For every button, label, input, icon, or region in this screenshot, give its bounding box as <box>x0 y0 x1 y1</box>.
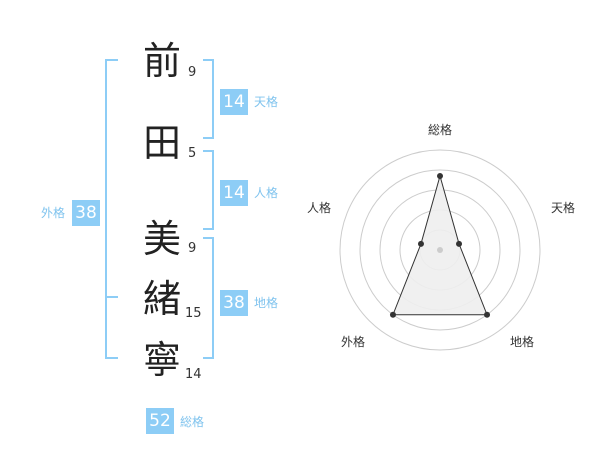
radar-axis-label-chikaku: 地格 <box>510 335 535 349</box>
stroke-count-1: 9 <box>188 65 197 80</box>
gaikaku-label: 外格 <box>41 206 66 220</box>
chikaku-value-badge: 38 <box>220 290 248 316</box>
name-char-4: 緒 <box>142 277 181 321</box>
radar-center <box>437 247 443 253</box>
radar-point <box>437 173 443 179</box>
stroke-count-2: 5 <box>188 146 197 161</box>
radar-area <box>392 174 488 316</box>
radar-ring <box>339 149 541 351</box>
chikaku-label: 地格 <box>254 296 279 310</box>
radar-axis-label-jinkaku: 人格 <box>307 201 332 215</box>
name-char-5: 寧 <box>142 338 181 382</box>
stroke-count-4: 15 <box>185 306 202 321</box>
radar-point <box>484 311 491 318</box>
stroke-count-3: 9 <box>188 241 197 256</box>
stroke-count-5: 14 <box>185 367 202 382</box>
gaikaku-bracket <box>105 59 118 359</box>
radar-axis-label-soukaku: 総格 <box>428 123 453 137</box>
radar-axis-label-gaikaku: 外格 <box>341 335 366 349</box>
gaikaku-value-badge: 38 <box>72 200 100 226</box>
name-char-3: 美 <box>142 217 181 261</box>
tenkaku-label: 天格 <box>254 95 279 109</box>
tenkaku-value-badge: 14 <box>220 89 248 115</box>
jinkaku-bracket <box>203 150 214 230</box>
soukaku-value-badge: 52 <box>146 408 174 434</box>
name-char-1: 前 <box>142 39 181 83</box>
radar-ring <box>359 169 521 331</box>
name-char-2: 田 <box>142 121 181 165</box>
soukaku-label: 総格 <box>180 415 205 429</box>
radar-axis-label-tenkaku: 天格 <box>551 201 576 215</box>
radar-point <box>389 311 396 318</box>
chikaku-bracket <box>203 237 214 359</box>
radar-point <box>417 240 424 247</box>
tenkaku-bracket <box>203 59 214 139</box>
radar-point <box>456 240 463 247</box>
jinkaku-value-badge: 14 <box>220 180 248 206</box>
jinkaku-label: 人格 <box>254 186 279 200</box>
